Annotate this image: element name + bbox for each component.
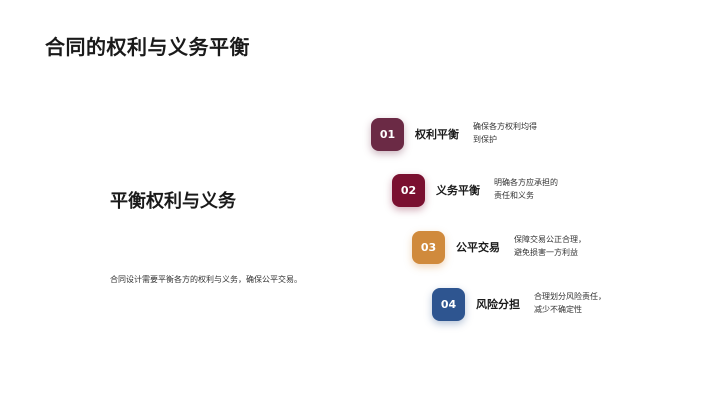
list-item-rights-balance: 01 权利平衡 确保各方权利均得 到保护 — [371, 117, 553, 151]
list-item-obligations-balance: 02 义务平衡 明确各方应承担的 责任和义务 — [392, 173, 574, 207]
item-label: 义务平衡 — [436, 184, 480, 197]
slide-subtitle: 平衡权利与义务 — [110, 191, 236, 212]
item-text: 明确各方应承担的 责任和义务 — [494, 178, 558, 200]
number-badge: 02 — [392, 173, 425, 207]
number-badge: 03 — [412, 230, 445, 264]
item-label: 风险分担 — [476, 298, 520, 311]
item-label: 公平交易 — [456, 241, 500, 254]
slide-description: 合同设计需要平衡各方的权利与义务，确保公平交易。 — [110, 275, 302, 284]
item-text: 确保各方权利均得 到保护 — [473, 122, 537, 144]
list-item-fair-trade: 03 公平交易 保障交易公正合理， 避免损害一方利益 — [412, 230, 599, 264]
list-item-risk-sharing: 04 风险分担 合理划分风险责任， 减少不确定性 — [432, 287, 619, 321]
item-text: 保障交易公正合理， 避免损害一方利益 — [514, 235, 586, 257]
number-badge: 04 — [432, 287, 465, 321]
slide-title: 合同的权利与义务平衡 — [45, 35, 250, 59]
item-label: 权利平衡 — [415, 128, 459, 141]
number-badge: 01 — [371, 117, 404, 151]
item-text: 合理划分风险责任， 减少不确定性 — [534, 292, 606, 314]
